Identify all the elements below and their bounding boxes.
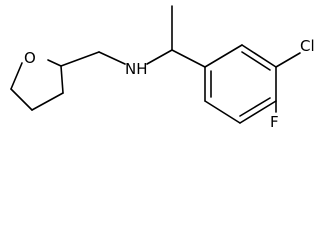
bond-c4-c5 xyxy=(10,88,33,111)
bond-c5-o xyxy=(10,62,23,90)
bond-ring-4-5 xyxy=(239,100,277,124)
bonds xyxy=(10,5,301,124)
bond-ring-5-6 xyxy=(204,100,241,124)
bond-ring-2-3 xyxy=(241,44,277,68)
bond-ring-1-2 xyxy=(204,44,243,68)
nh-label: NH xyxy=(125,60,148,78)
bond-ch-ring xyxy=(171,49,206,68)
double-bond-inner-2 xyxy=(239,97,271,117)
bond-c2-ch2 xyxy=(60,51,100,67)
double-bond-inner-1 xyxy=(241,51,271,71)
bond-o-c2 xyxy=(47,59,62,67)
chemical-structure: O NH Cl F xyxy=(10,5,315,131)
oxygen-label: O xyxy=(24,49,36,67)
bond-c2-c3 xyxy=(60,65,64,94)
bond-ring-cl xyxy=(275,52,301,68)
atom-labels: O NH Cl F xyxy=(24,37,315,131)
bond-c3-c4 xyxy=(31,92,64,111)
fluorine-label: F xyxy=(270,113,279,131)
bond-n-ch xyxy=(146,49,173,65)
bond-ch2-n xyxy=(98,51,126,65)
chlorine-label: Cl xyxy=(300,37,315,55)
